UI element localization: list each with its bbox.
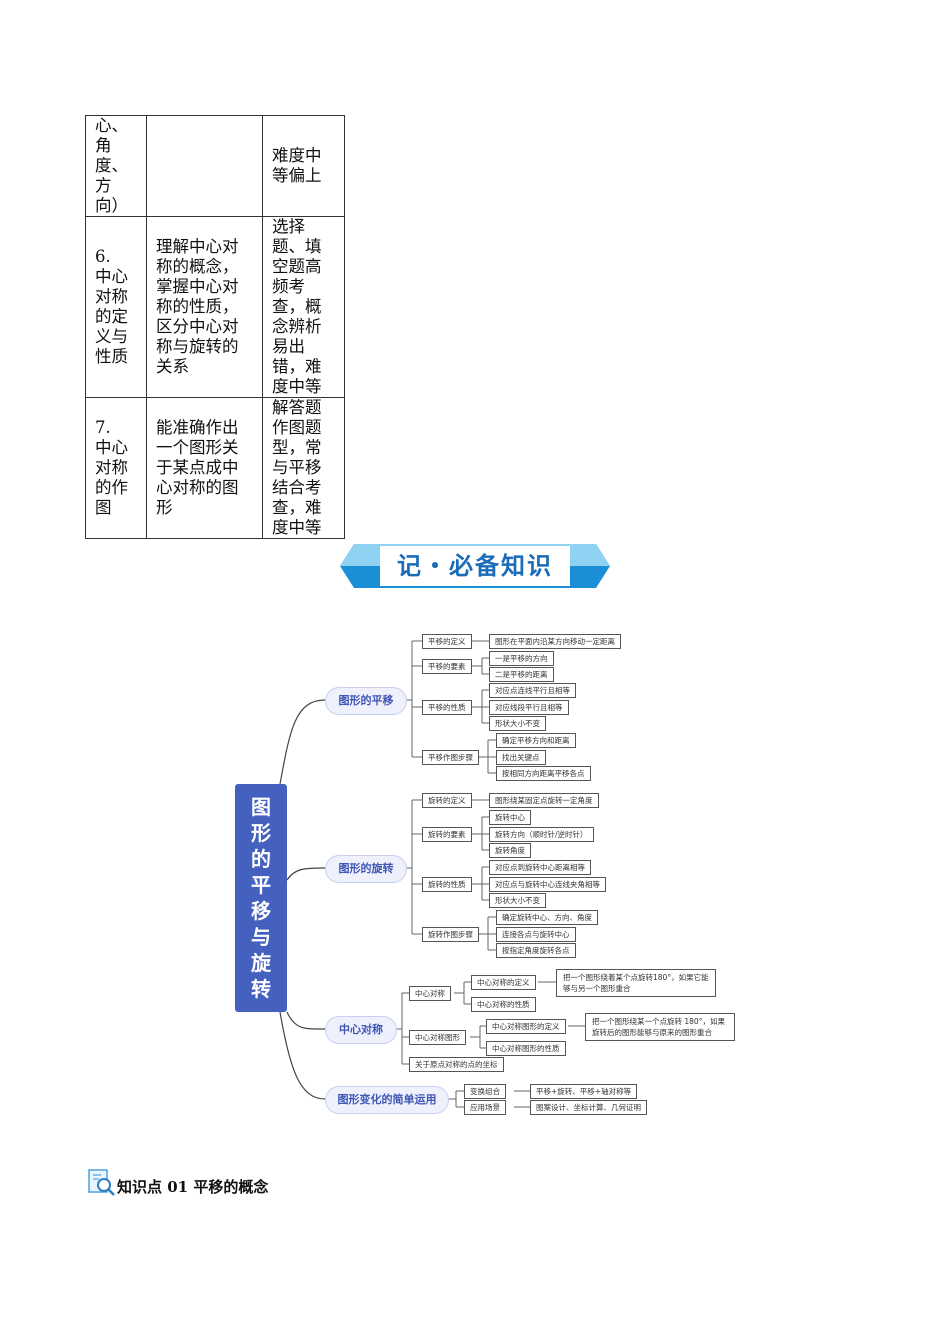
leaf: 旋转角度: [489, 843, 531, 858]
leaf: 中心对称的定义: [471, 975, 536, 990]
table-cell-topic: 6. 中心 对称 的定 义与 性质: [85, 216, 147, 398]
node-transform-combo: 变换组合: [464, 1084, 506, 1099]
node-rotation-properties: 旋转的性质: [422, 877, 472, 892]
leaf: 中心对称的性质: [471, 997, 536, 1012]
leaf: 中心对称图形的定义: [486, 1019, 566, 1034]
leaf-detail: 把一个图形绕某一个点旋转 180°，如果旋转后的图形能够与原来的图形重合: [585, 1013, 735, 1041]
table-row: 心、 角 度、 方 向） 难度中 等偏上: [85, 115, 345, 217]
branch-applications: 图形变化的简单运用: [325, 1086, 449, 1114]
knowledge-point-heading: 知识点 01 平移的概念: [87, 1168, 268, 1198]
leaf: 一是平移的方向: [489, 651, 554, 666]
leaf: 对应点与旋转中心连线夹角相等: [489, 877, 606, 892]
node-translation-properties: 平移的性质: [422, 700, 472, 715]
leaf: 图案设计、坐标计算、几何证明: [530, 1100, 647, 1115]
node-translation-definition: 平移的定义: [422, 634, 472, 649]
banner-ribbon-icon: [340, 544, 610, 588]
leaf: 对应点到旋转中心距离相等: [489, 860, 591, 875]
leaf-detail: 把一个图形绕着某个点旋转180°，如果它能够与另一个图形重合: [556, 969, 716, 997]
leaf: 旋转中心: [489, 810, 531, 825]
table-cell-goal: 理解中心对 称的概念， 掌握中心对 称的性质， 区分中心对 称与旋转的 关系: [146, 216, 263, 398]
branch-translation: 图形的平移: [325, 687, 407, 715]
knowledge-point-title: 知识点 01 平移的概念: [117, 1178, 269, 1196]
leaf: 二是平移的距离: [489, 667, 554, 682]
table-cell-exam: 解答题 作图题 型，常 与平移 结合考 查，难 度中等: [262, 397, 345, 539]
table-row: 6. 中心 对称 的定 义与 性质 理解中心对 称的概念， 掌握中心对 称的性质…: [85, 216, 345, 398]
leaf: 中心对称图形的性质: [486, 1041, 566, 1056]
section-banner: 记・必备知识: [340, 540, 610, 592]
leaf: 确定平移方向和距离: [496, 733, 576, 748]
banner-title: 记・必备知识: [397, 552, 553, 580]
leaf: 按指定角度旋转各点: [496, 943, 576, 958]
leaf: 按相同方向距离平移各点: [496, 766, 591, 781]
mindmap-root: 图 形 的 平 移 与 旋 转: [235, 784, 287, 1012]
leaf: 对应点连线平行且相等: [489, 683, 576, 698]
requirements-table: 心、 角 度、 方 向） 难度中 等偏上 6. 中心 对称 的定 义与 性质 理…: [85, 115, 345, 539]
branch-central-symmetry: 中心对称: [325, 1016, 397, 1044]
leaf: 旋转方向（顺时针/逆时针）: [489, 827, 594, 842]
leaf: 连接各点与旋转中心: [496, 927, 576, 942]
leaf: 对应线段平行且相等: [489, 700, 569, 715]
branch-rotation: 图形的旋转: [325, 855, 407, 883]
table-cell-exam: 难度中 等偏上: [262, 115, 345, 217]
leaf: 确定旋转中心、方向、角度: [496, 910, 598, 925]
node-central-symmetric-figure: 中心对称图形: [409, 1030, 466, 1045]
node-rotation-definition: 旋转的定义: [422, 793, 472, 808]
table-cell-topic: 心、 角 度、 方 向）: [85, 115, 147, 217]
node-translation-elements: 平移的要素: [422, 659, 472, 674]
node-application-scenarios: 应用场景: [464, 1100, 506, 1115]
leaf: 形状大小不变: [489, 716, 546, 731]
leaf: 找出关键点: [496, 750, 546, 765]
node-translation-steps: 平移作图步骤: [422, 750, 479, 765]
leaf: 平移+旋转、平移+轴对称等: [530, 1084, 638, 1099]
leaf: 图形绕某固定点旋转一定角度: [489, 793, 599, 808]
table-cell-exam: 选择 题、填 空题高 频考 查，概 念辨析 易出 错，难 度中等: [262, 216, 345, 398]
node-rotation-steps: 旋转作图步骤: [422, 927, 479, 942]
table-cell-topic: 7. 中心 对称 的作 图: [85, 397, 147, 539]
node-central-symmetry: 中心对称: [409, 986, 451, 1001]
node-rotation-elements: 旋转的要素: [422, 827, 472, 842]
leaf: 图形在平面内沿某方向移动一定距离: [489, 634, 621, 649]
magnifier-document-icon: [87, 1168, 117, 1198]
leaf: 形状大小不变: [489, 893, 546, 908]
node-origin-symmetry-coordinates: 关于原点对称的点的坐标: [409, 1057, 504, 1072]
table-row: 7. 中心 对称 的作 图 能准确作出 一个图形关 于某点成中 心对称的图 形 …: [85, 397, 345, 539]
